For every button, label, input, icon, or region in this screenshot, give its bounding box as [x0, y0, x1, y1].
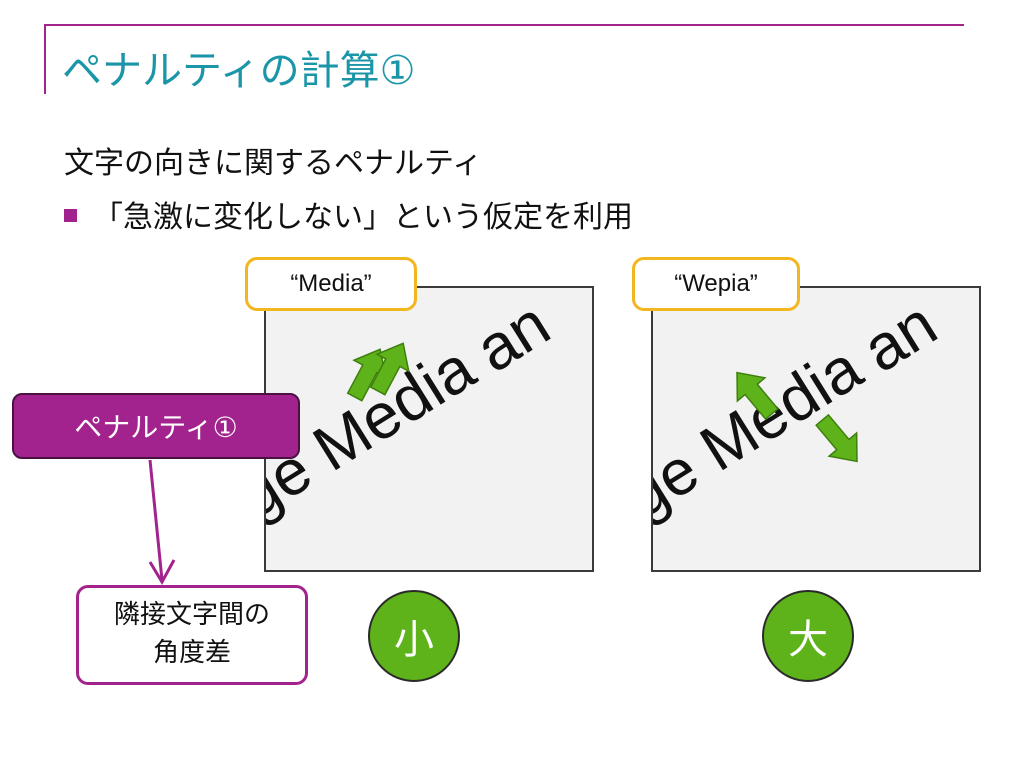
word-label-left: “Media” [245, 257, 417, 311]
title-rule [44, 24, 964, 26]
rotated-text-image-right: ge Media an [653, 288, 949, 532]
rating-badge-small: 小 [368, 590, 460, 682]
note-box: 隣接文字間の 角度差 [76, 585, 308, 685]
up-arrow-icon [369, 342, 410, 396]
title-side-rule [44, 24, 46, 94]
note-line2: 角度差 [152, 638, 231, 668]
down-arrow-icon [815, 413, 858, 463]
bullet-text: 「急激に変化しない」という仮定を利用 [93, 200, 633, 235]
up-arrow-icon [736, 371, 779, 421]
bullet-square-icon [64, 209, 77, 222]
rotated-text-image-left: ge Media an [266, 288, 562, 532]
bullet-item: 「急激に変化しない」という仮定を利用 [64, 192, 633, 236]
subheading: 文字の向きに関するペナルティ [64, 146, 483, 181]
image-panel-left: ge Media an [264, 286, 594, 572]
slide-title: ペナルティの計算① [62, 48, 416, 94]
image-panel-right: ge Media an [651, 286, 981, 572]
note-line1: 隣接文字間の [113, 600, 270, 630]
rating-badge-large: 大 [762, 590, 854, 682]
penalty-callout: ペナルティ① [12, 393, 300, 459]
word-label-right: “Wepia” [632, 257, 800, 311]
